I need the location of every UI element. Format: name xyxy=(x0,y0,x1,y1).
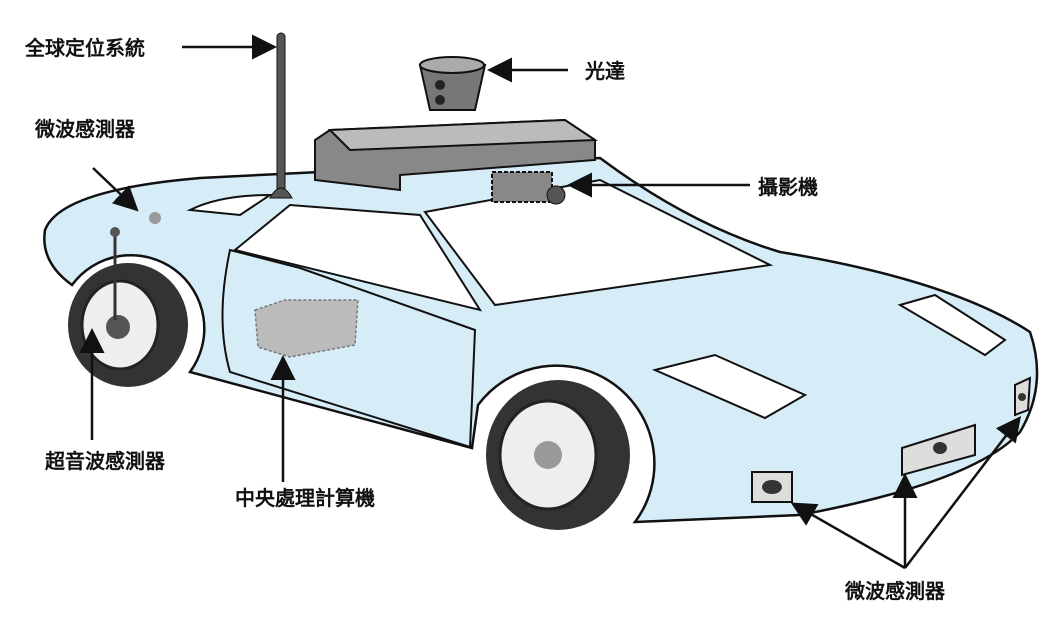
label-microwave-rear: 微波感測器 xyxy=(34,117,136,141)
lidar-sensor xyxy=(418,56,487,111)
label-cpu: 中央處理計算機 xyxy=(235,486,375,510)
rear-wheel xyxy=(68,263,188,387)
label-camera: 攝影機 xyxy=(758,175,818,199)
microwave-sensor-front-center xyxy=(901,423,976,477)
label-microwave-front: 微波感測器 xyxy=(844,579,946,603)
camera-sensor xyxy=(491,171,566,205)
microwave-sensor-front-right xyxy=(1014,376,1032,417)
front-wheel xyxy=(486,380,630,530)
label-lidar: 光達 xyxy=(584,59,625,83)
microwave-sensor-front-left xyxy=(751,471,793,503)
ultrasonic-sensor xyxy=(110,227,120,320)
roof-rack xyxy=(314,118,599,192)
gps-antenna xyxy=(269,32,293,199)
label-ultrasonic: 超音波感測器 xyxy=(44,449,166,473)
central-computer xyxy=(254,299,359,358)
car-body xyxy=(43,156,1039,524)
leader-arrows xyxy=(79,34,1022,570)
label-gps: 全球定位系統 xyxy=(24,36,145,60)
microwave-sensor-rear xyxy=(149,212,161,224)
